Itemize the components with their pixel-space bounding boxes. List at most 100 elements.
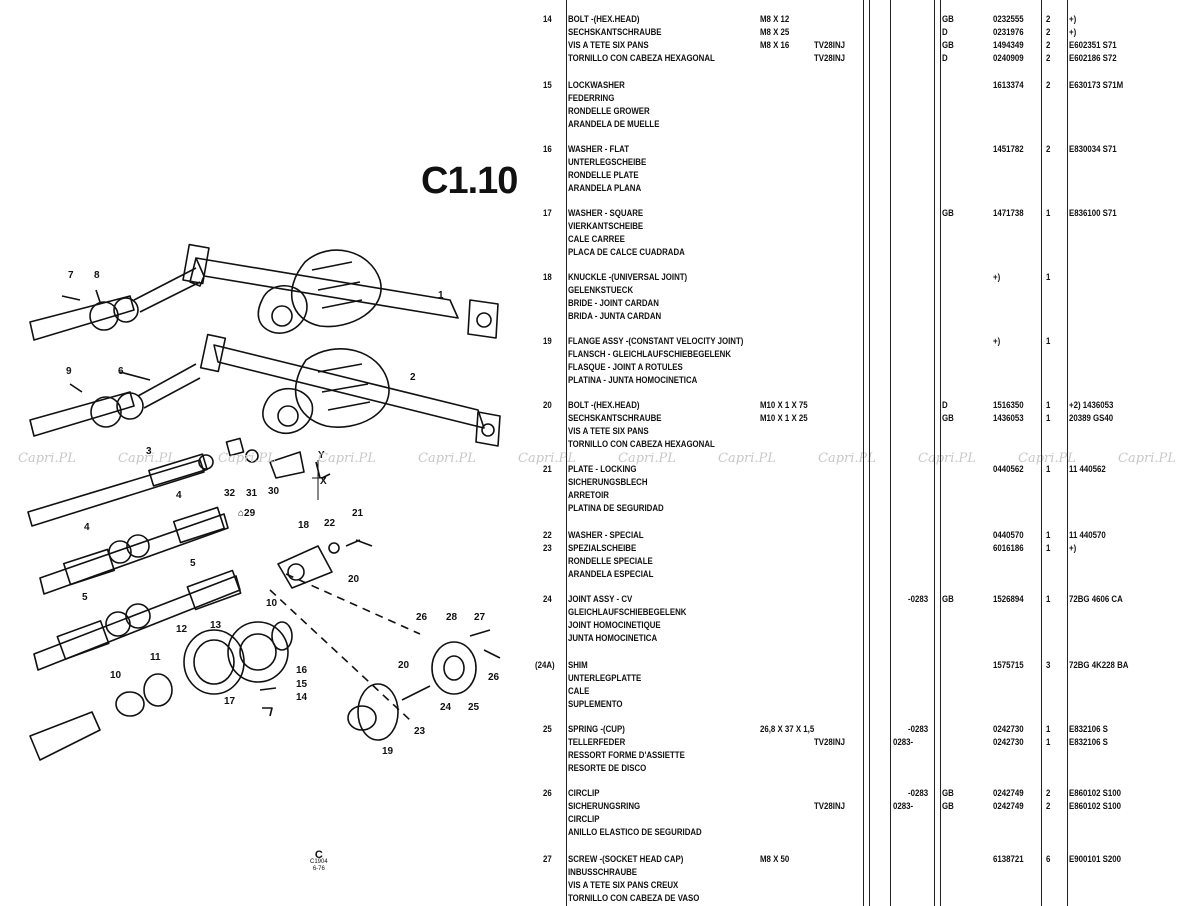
ref-number: 19 <box>543 336 552 347</box>
description-line: WASHER - FLAT <box>568 144 630 155</box>
market-code: GB <box>942 594 954 605</box>
description-line: CIRCLIP <box>568 813 600 825</box>
description-line: SECHSKANTSCHRAUBE <box>568 412 662 424</box>
description-line: SICHERUNGSBLECH <box>568 476 648 488</box>
quantity: 3 <box>1046 660 1051 671</box>
watermark: Capri.PL <box>718 451 776 466</box>
description-line: BRIDE - JOINT CARDAN <box>568 297 659 309</box>
part-number: 0242730 <box>993 736 1024 748</box>
callout-27: 27 <box>474 612 486 623</box>
market-code: GB <box>942 14 954 25</box>
description-line: PLATE - LOCKING <box>568 464 637 475</box>
spec: 26,8 X 37 X 1,5 <box>760 724 815 735</box>
ref-number: 16 <box>543 144 552 155</box>
flange-18 <box>277 539 373 589</box>
description-line: ARANDELA PLANA <box>568 182 642 194</box>
callout-21: 21 <box>352 508 364 519</box>
description-line: RESORTE DE DISCO <box>568 762 647 774</box>
note: 72BG 4K228 BA <box>1069 660 1129 671</box>
date-to: -0283 <box>908 724 929 735</box>
description-line: JOINT HOMOCINETIQUE <box>568 619 661 631</box>
callout-22: 22 <box>324 518 336 529</box>
callout-30: 30 <box>268 486 280 497</box>
watermark: Capri.PL <box>1118 451 1176 466</box>
description-line: JUNTA HOMOCINETICA <box>568 632 658 644</box>
part-number: 1436053 <box>993 412 1024 424</box>
part-number: 0440562 <box>993 464 1024 475</box>
description-line: BOLT -(HEX.HEAD) <box>568 14 640 25</box>
cv-joint-assembly <box>29 621 293 761</box>
callout-25: 25 <box>468 702 480 713</box>
watermark: Capri.PL <box>418 451 476 466</box>
column-rule <box>869 0 870 906</box>
part-number: 0242749 <box>993 800 1024 812</box>
note: E602186 S72 <box>1069 52 1117 64</box>
callout-2: 2 <box>410 372 416 383</box>
callout-4a: 4 <box>176 490 182 501</box>
quantity: 2 <box>1046 800 1051 812</box>
ref-number: 25 <box>543 724 552 735</box>
description-line: RONDELLE PLATE <box>568 169 639 181</box>
callout-3: 3 <box>146 446 152 457</box>
spec: M10 X 1 X 25 <box>760 412 808 424</box>
section-code: C1.10 <box>421 160 518 202</box>
description-line: LOCKWASHER <box>568 80 625 91</box>
quantity: 1 <box>1046 336 1051 347</box>
description-line: SCREW -(SOCKET HEAD CAP) <box>568 854 684 865</box>
driveshaft-4 <box>39 506 229 595</box>
description-line: SPRING -(CUP) <box>568 724 625 735</box>
description-line: ARRETOIR <box>568 489 609 501</box>
note: +2) 1436053 <box>1069 400 1114 411</box>
description-line: FLANGE ASSY -(CONSTANT VELOCITY JOINT) <box>568 336 744 347</box>
watermark: Capri.PL <box>518 451 576 466</box>
callout-11: 11 <box>150 652 161 663</box>
column-rule <box>890 0 891 906</box>
description-line: VIS A TETE SIX PANS <box>568 39 649 51</box>
model-code: TV28INJ <box>814 39 846 51</box>
drawing-stamp: C C1904 6-76 <box>310 849 328 873</box>
description-line: RONDELLE SPECIALE <box>568 555 653 567</box>
part-number: 1613374 <box>993 80 1024 91</box>
callout-29: ⌂29 <box>238 508 256 519</box>
description-line: SUPLEMENTO <box>568 698 623 710</box>
description-line: WASHER - SQUARE <box>568 208 644 219</box>
ref-number: 26 <box>543 788 552 799</box>
callout-10b: 10 <box>110 670 122 681</box>
date-from: 0283- <box>893 736 914 748</box>
description-line: GLEICHLAUFSCHIEBEGELENK <box>568 606 687 618</box>
note: E860102 S100 <box>1069 800 1122 812</box>
note: E836100 S71 <box>1069 208 1117 219</box>
rear-axle-2-drawing <box>199 333 501 447</box>
description-line: VIERKANTSCHEIBE <box>568 220 644 232</box>
ref-number: 24 <box>543 594 552 605</box>
spec: M8 X 12 <box>760 14 790 25</box>
part-number: +) <box>993 272 1001 283</box>
market-code: GB <box>942 800 954 812</box>
note: E832106 S <box>1069 724 1108 735</box>
description-line: GELENKSTUECK <box>568 284 634 296</box>
callout-15: 15 <box>296 679 308 690</box>
svg-text:X: X <box>320 476 327 487</box>
spec: M10 X 1 X 75 <box>760 400 808 411</box>
watermark: Capri.PL <box>118 451 176 466</box>
callout-20b: 20 <box>398 660 410 671</box>
part-number: 0242749 <box>993 788 1024 799</box>
description-line: TORNILLO CON CABEZA HEXAGONAL <box>568 438 715 450</box>
ref-number: 20 <box>543 400 552 411</box>
market-code: D <box>942 400 948 411</box>
note: 11 440562 <box>1069 464 1106 475</box>
callout-16: 16 <box>296 665 308 676</box>
watermark: Capri.PL <box>18 451 76 466</box>
description-line: TORNILLO CON CABEZA HEXAGONAL <box>568 52 715 64</box>
description-line: JOINT ASSY - CV <box>568 594 633 605</box>
quantity: 2 <box>1046 788 1051 799</box>
description-line: UNTERLEGPLATTE <box>568 672 642 684</box>
ref-number: 15 <box>543 80 552 91</box>
column-rule <box>566 0 567 906</box>
callout-17: 17 <box>224 696 236 707</box>
description-line: BOLT -(HEX.HEAD) <box>568 400 640 411</box>
part-number: 1471738 <box>993 208 1024 219</box>
quantity: 1 <box>1046 724 1051 735</box>
description-line: FEDERRING <box>568 92 615 104</box>
callout-1: 1 <box>438 290 444 301</box>
